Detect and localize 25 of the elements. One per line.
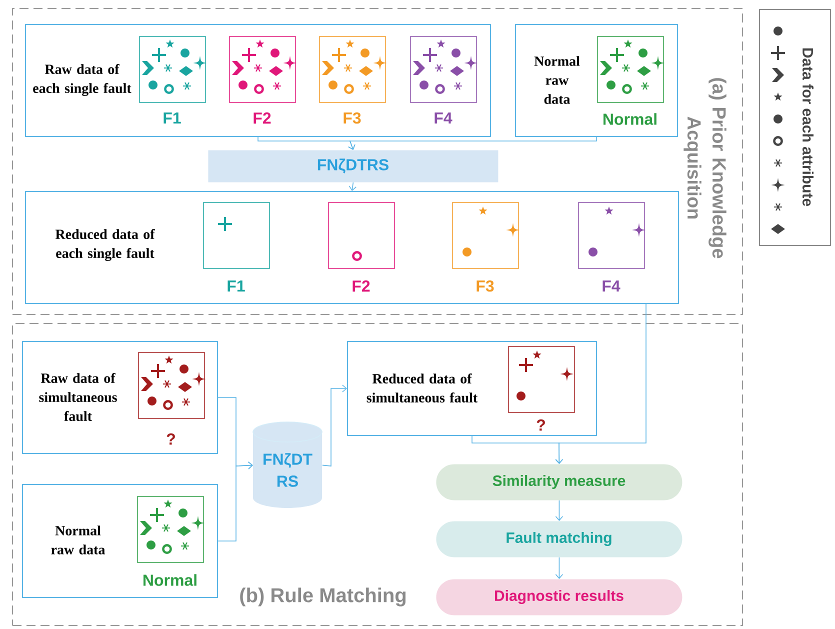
arrow xyxy=(472,436,564,464)
algorithm-band: FNζDTRS xyxy=(208,150,498,182)
data-square: Normal xyxy=(137,496,204,586)
data-square: F3 xyxy=(319,36,386,124)
arrow xyxy=(322,384,347,466)
data-square: F4 xyxy=(410,36,477,124)
data-square: F1 xyxy=(203,202,270,292)
data-square: F2 xyxy=(229,36,296,124)
data-square: Normal xyxy=(597,36,664,125)
process-step: Diagnostic results xyxy=(436,579,682,616)
legend-box: Data for each attribute xyxy=(759,9,831,246)
data-square: ? xyxy=(138,352,205,445)
data-square: F1 xyxy=(139,36,206,124)
arrow xyxy=(555,557,564,579)
process-step: Fault matching xyxy=(436,521,682,558)
arrow xyxy=(218,462,253,542)
data-square: F4 xyxy=(578,202,645,292)
arrow xyxy=(348,136,597,150)
process-step: Similarity measure xyxy=(436,464,682,500)
data-square: ? xyxy=(508,346,575,431)
data-square: F2 xyxy=(328,202,395,292)
data-square: F3 xyxy=(452,202,519,292)
arrow xyxy=(555,500,564,521)
database-cylinder: FNζDT RS xyxy=(252,422,322,508)
arrow xyxy=(348,182,356,191)
